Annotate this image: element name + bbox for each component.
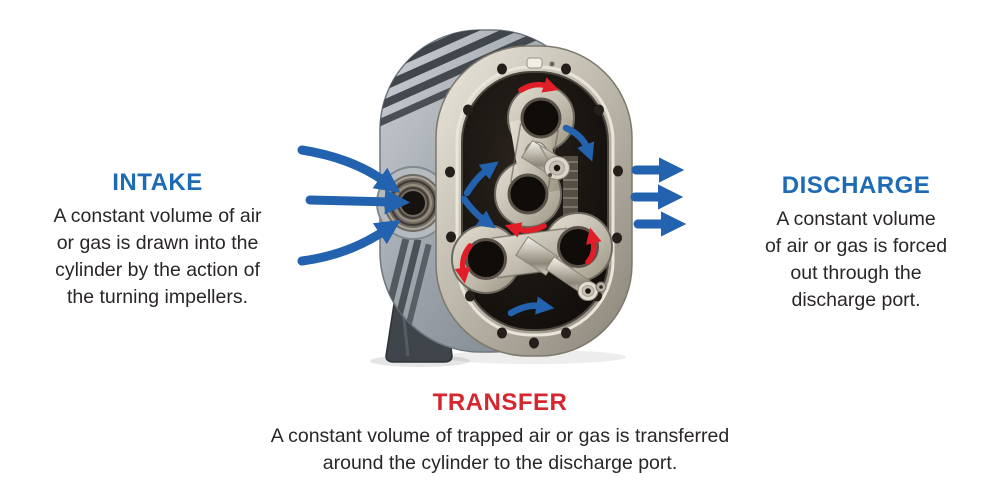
intake-arrow-icon: [297, 219, 401, 266]
rotation-arrow-icon: [585, 227, 602, 265]
discharge-line: discharge port.: [791, 289, 921, 311]
flange-plug: [526, 57, 555, 69]
discharge-line: of air or gas is forced: [764, 235, 948, 257]
intake-arrow-icon: [297, 145, 401, 193]
intake-line: A constant volume of air: [53, 205, 262, 227]
intake-arrows: [297, 145, 411, 266]
discharge-line: out through the: [790, 262, 922, 284]
intake-description: A constant volume of air or gas is drawn…: [25, 203, 290, 311]
internal-flow-arrows: [460, 124, 595, 317]
intake-section: INTAKE A constant volume of air or gas i…: [25, 170, 290, 311]
rotation-arrow-icon: [518, 77, 560, 93]
discharge-arrows: [630, 157, 687, 237]
rotation-arrows: [454, 77, 602, 284]
transfer-title: TRANSFER: [432, 389, 568, 416]
flow-arrow-icon: [460, 195, 496, 229]
intake-line: or gas is drawn into the: [56, 232, 259, 254]
discharge-line: A constant volume: [776, 208, 936, 230]
transfer-section: TRANSFER A constant volume of trapped ai…: [230, 390, 770, 477]
rotation-arrow-icon: [504, 222, 547, 238]
transfer-line: A constant volume of trapped air or gas …: [270, 425, 730, 447]
intake-title: INTAKE: [112, 169, 203, 196]
intake-arrow-icon: [305, 189, 411, 215]
discharge-section: DISCHARGE A constant volume of air or ga…: [736, 173, 976, 314]
impeller-bottom-shaft: [515, 236, 607, 301]
intake-line: the turning impellers.: [66, 286, 248, 308]
discharge-title: DISCHARGE: [781, 172, 931, 199]
flow-arrow-icon: [562, 124, 595, 162]
impeller-top-shaft: [520, 139, 570, 180]
intake-line: cylinder by the action of: [55, 259, 260, 281]
flow-arrow-icon: [463, 161, 499, 197]
impeller-top: [494, 84, 575, 228]
transfer-description: A constant volume of trapped air or gas …: [230, 423, 770, 477]
transfer-line: around the cylinder to the discharge por…: [322, 452, 678, 474]
flow-arrow-icon: [507, 296, 555, 317]
discharge-description: A constant volume of air or gas is force…: [736, 206, 976, 314]
rotation-arrow-icon: [454, 243, 473, 284]
